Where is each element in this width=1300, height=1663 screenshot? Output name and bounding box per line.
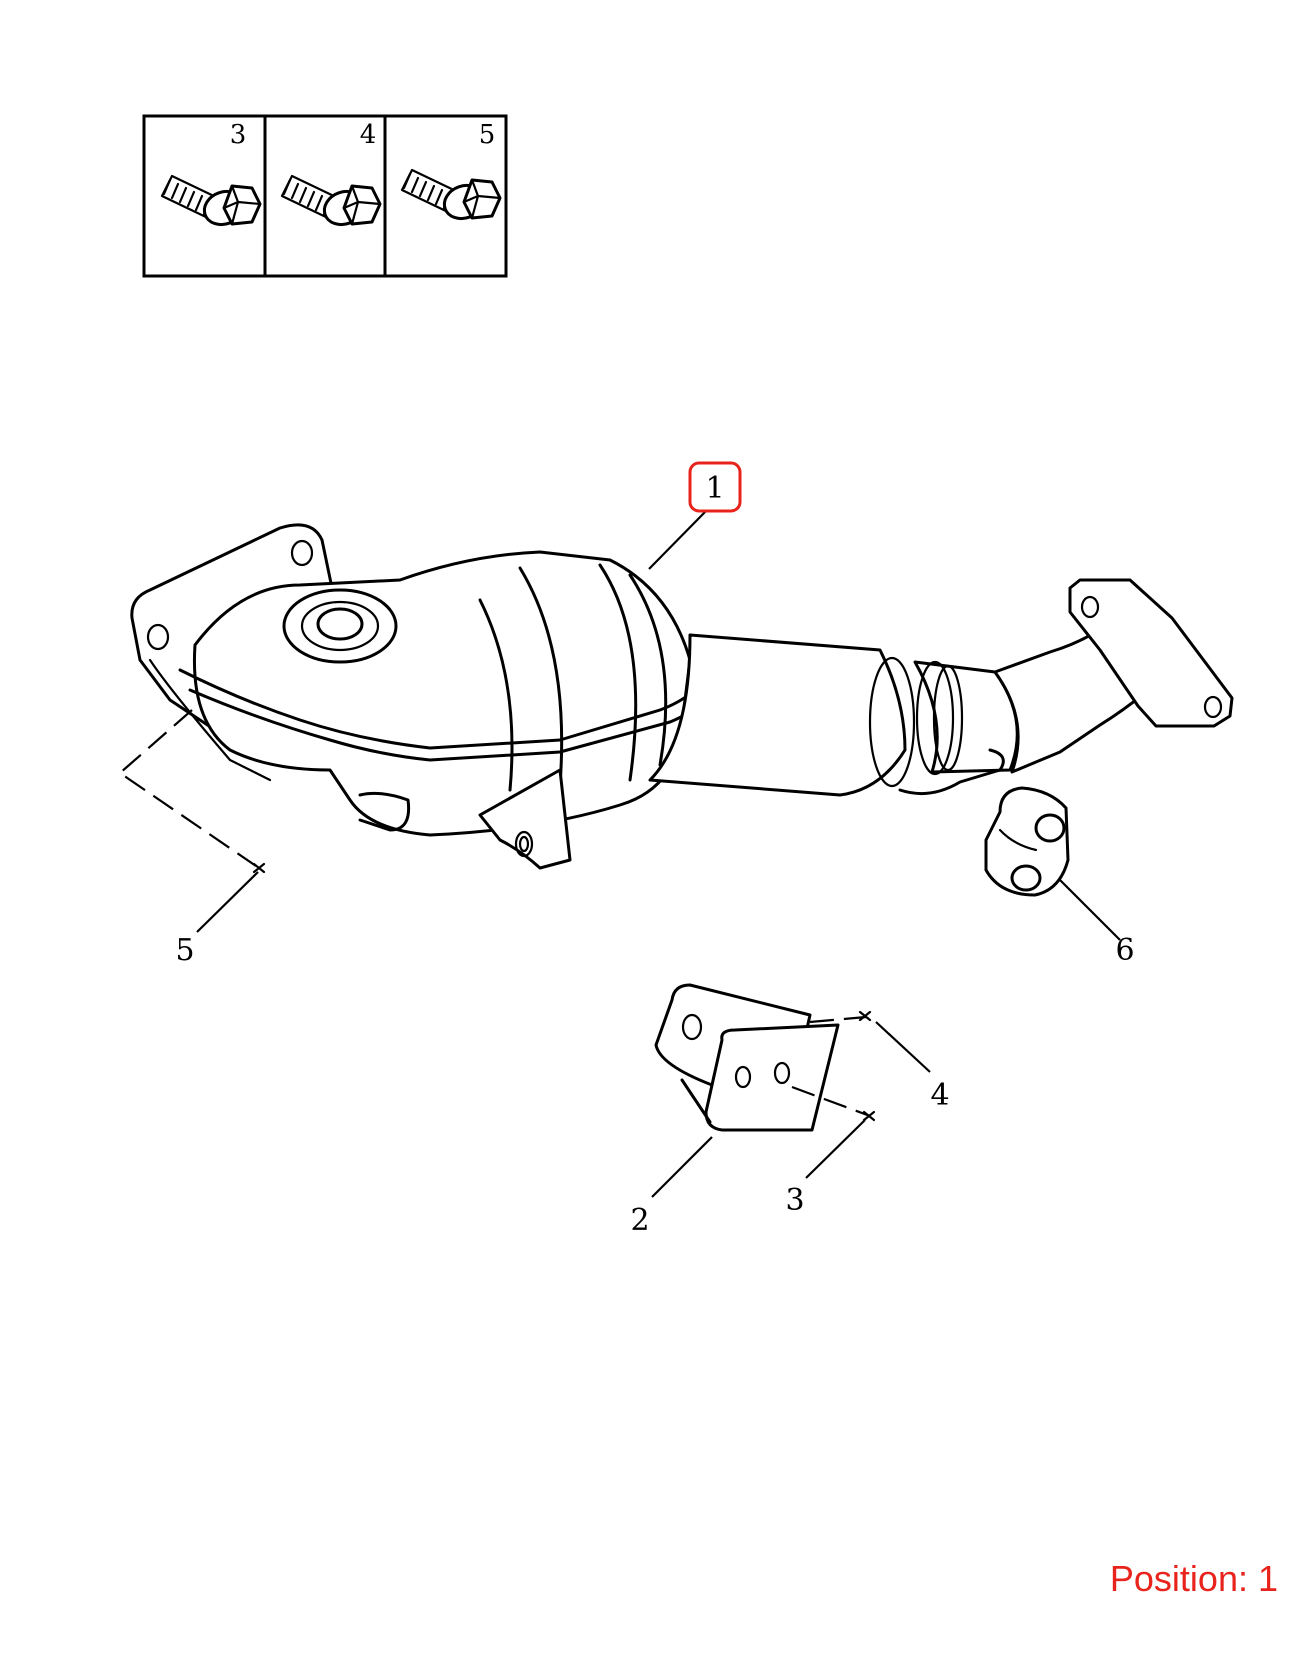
fastener-mark-5 (252, 862, 266, 874)
legend-number-3: 3 (230, 120, 247, 150)
mounting-bracket-part-2 (654, 983, 840, 1132)
callout-number-6[interactable]: 6 (1115, 933, 1134, 968)
callout-number-4[interactable]: 4 (930, 1078, 949, 1113)
position-label: Position: 1 (1109, 1558, 1278, 1599)
legend-number-5: 5 (479, 120, 496, 150)
leader-line-5 (196, 871, 259, 933)
assembly-line-bolt-3 (791, 1085, 871, 1118)
leader-line-6 (1059, 879, 1121, 941)
assembly-line-bolt-5 (118, 709, 257, 867)
fastener-legend-box: 3 4 5 (142, 114, 508, 278)
leader-line-1 (648, 510, 707, 570)
leader-line-3 (805, 1119, 866, 1179)
catalytic-converter-part-1 (130, 523, 1234, 870)
callout-number-5[interactable]: 5 (175, 933, 194, 968)
fastener-mark-3 (862, 1110, 876, 1122)
rubber-hanger-part-6 (984, 786, 1070, 897)
leader-line-4 (875, 1021, 931, 1073)
fastener-mark-4 (858, 1010, 872, 1022)
assembly-line-bolt-4 (809, 1015, 867, 1024)
leader-line-2 (651, 1136, 713, 1198)
callout-1-highlight (688, 461, 742, 513)
legend-number-4: 4 (360, 120, 377, 150)
callout-number-1[interactable]: 1 (705, 471, 724, 506)
callout-number-3[interactable]: 3 (785, 1183, 804, 1218)
callout-number-2[interactable]: 2 (630, 1203, 649, 1238)
